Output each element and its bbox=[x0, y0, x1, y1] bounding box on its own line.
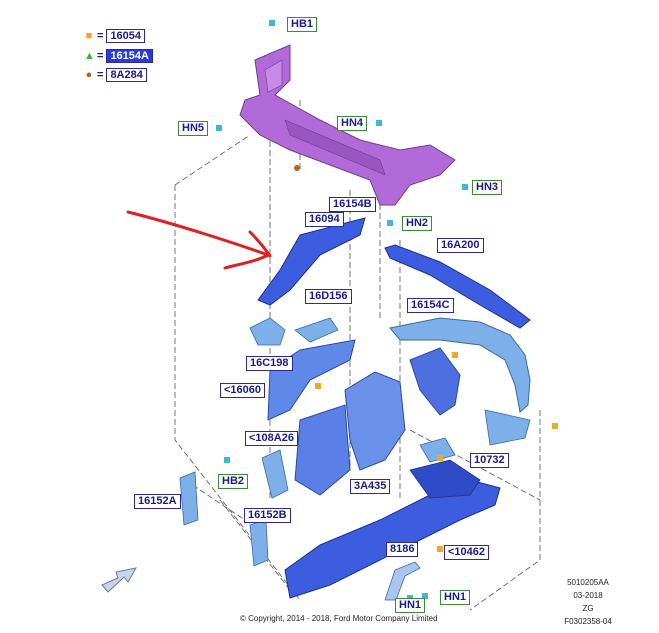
square-icon: ■ bbox=[85, 30, 93, 42]
drawing-code-1: 5010205AA bbox=[567, 578, 609, 587]
bracket-rear-part bbox=[409, 347, 461, 416]
copyright-text: © Copyright, 2014 - 2018, Ford Motor Com… bbox=[240, 614, 438, 623]
frame-rail-10462-part bbox=[284, 479, 501, 599]
bracket-16c198-part bbox=[249, 317, 286, 346]
frame-rail-front-part bbox=[409, 459, 481, 499]
callout-16152a: 16152A bbox=[134, 494, 181, 509]
hook-8186-part bbox=[384, 561, 421, 601]
callout-hn1-right: HN1 bbox=[440, 590, 471, 605]
callout-16154b: 16154B bbox=[329, 197, 376, 212]
callout-3a435: 3A435 bbox=[350, 479, 391, 494]
callout-hn3: HN3 bbox=[472, 180, 503, 195]
bracket-16154c-part bbox=[389, 317, 531, 413]
callout-hb2: HB2 bbox=[218, 474, 249, 489]
legend-row-1: ■=16054 bbox=[84, 29, 146, 43]
callout-16152b: 16152B bbox=[244, 508, 291, 523]
callout-hn2: HN2 bbox=[402, 216, 433, 231]
callout-hb1: HB1 bbox=[287, 17, 318, 32]
fasteners bbox=[216, 20, 558, 601]
bolt-icon bbox=[315, 383, 321, 389]
bracket-hb2-part bbox=[261, 449, 289, 499]
nut-icon bbox=[269, 20, 275, 26]
annotation-arrow bbox=[126, 210, 272, 270]
callout-10732: 10732 bbox=[470, 453, 509, 468]
drawing-code-2: 03-2018 bbox=[573, 591, 603, 600]
callout-108a26: <108A26 bbox=[245, 431, 298, 446]
part-16d156 bbox=[294, 317, 339, 343]
legend-row-2: ▲=16154A bbox=[84, 49, 153, 63]
callout-8186: 8186 bbox=[386, 542, 419, 557]
bolt-icon bbox=[294, 165, 300, 171]
rail-16a200-part bbox=[384, 244, 531, 329]
panel-108a26-part bbox=[294, 404, 351, 496]
bolt-icon bbox=[437, 546, 443, 552]
callout-16a200: 16A200 bbox=[437, 238, 484, 253]
callout-16d156: 16D156 bbox=[305, 289, 352, 304]
nut-icon bbox=[387, 220, 393, 226]
callout-16154c: 16154C bbox=[407, 298, 454, 313]
legend-row-3: ●=8A284 bbox=[84, 68, 147, 82]
bolt-icon bbox=[437, 455, 443, 461]
bolt-icon bbox=[552, 423, 558, 429]
callout-hn4: HN4 bbox=[337, 116, 368, 131]
nut-icon bbox=[462, 184, 468, 190]
drawing-code-3: ZG bbox=[582, 604, 594, 613]
callout-16c198: 16C198 bbox=[246, 356, 293, 371]
callout-16060: <16060 bbox=[220, 383, 266, 398]
callout-hn1-left: HN1 bbox=[395, 598, 426, 613]
triangle-icon: ▲ bbox=[84, 50, 95, 62]
callout-16094: 16094 bbox=[305, 212, 344, 227]
nut-icon bbox=[422, 593, 428, 599]
callout-hn5: HN5 bbox=[178, 121, 209, 136]
rail-16154b-part bbox=[257, 217, 366, 306]
callout-10462: <10462 bbox=[444, 545, 490, 560]
part-10732 bbox=[419, 437, 456, 463]
bracket-16152b-part bbox=[249, 519, 269, 567]
bracket-16152a-part bbox=[179, 471, 199, 526]
bolt-icon bbox=[452, 352, 458, 358]
nut-icon bbox=[376, 120, 382, 126]
radiator-support-upper-part bbox=[239, 44, 456, 206]
circle-icon: ● bbox=[85, 69, 93, 81]
part-right-small-bracket bbox=[484, 409, 531, 446]
nut-icon bbox=[216, 125, 222, 131]
drawing-code-4: F0302358-04 bbox=[564, 617, 612, 626]
nut-icon bbox=[224, 457, 230, 463]
direction-arrow-icon bbox=[101, 567, 137, 593]
tower-3a435-part bbox=[344, 371, 406, 471]
